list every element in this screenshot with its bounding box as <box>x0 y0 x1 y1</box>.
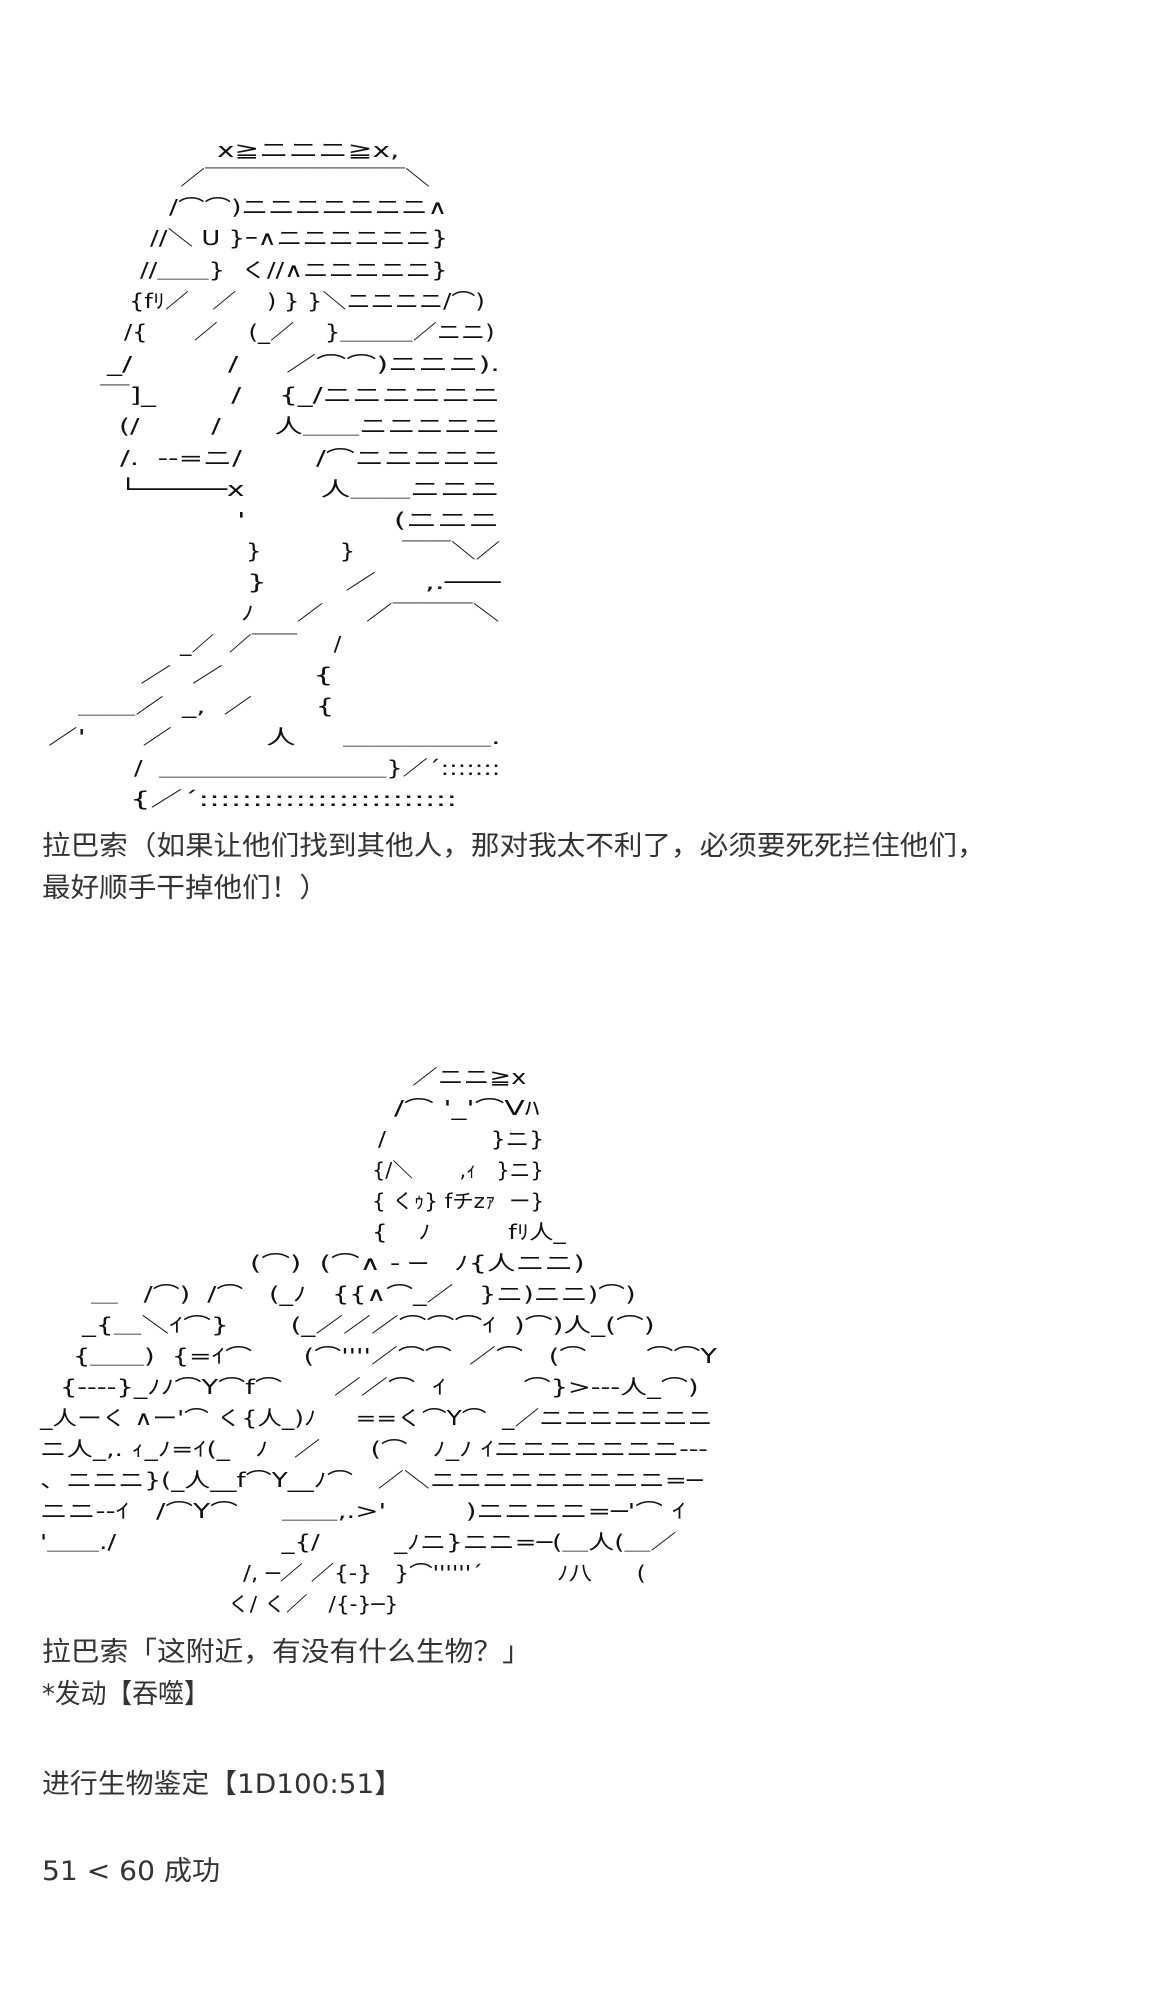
aa-line: / }ニ} <box>378 1127 545 1151</box>
skill-activation-line: *发动【吞噬】 <box>42 1679 210 1710</box>
aa-line: /⌒ '_'⌒Vﾊ <box>394 1096 540 1120</box>
aa-line: ￣]_ / {_/ニニニニニニ <box>100 383 501 407</box>
aa-line: ／' ／ 人 ＿＿＿＿＿. <box>48 725 501 749</box>
aa-line: _{＿＼ｲ⌒} (_／／／⌒⌒⌒ｲ )⌒)人_(⌒) <box>82 1313 655 1337</box>
aa-line: _/ / ／⌒⌒)ニニニ). <box>107 352 500 376</box>
aa-line: //＼ U }ｰ∧ニニニニニニ} <box>150 226 448 250</box>
aa-line: //＿＿} く//∧ニニニニニ} <box>140 258 448 282</box>
aa-line: /⌒⌒)ニニニニニニニ∧ <box>169 195 448 219</box>
aa-line: ／ニニ≧x <box>412 1065 527 1089</box>
aa-line: {＿＿) {=ｲ⌒ (⌒''''／⌒⌒ ／⌒ (⌒ ⌒⌒Y <box>73 1344 717 1368</box>
aa-line: ニニ--ｲ /⌒Y⌒ ＿＿,.>' )ニニニニ=─'⌒ ｲ <box>40 1499 686 1523</box>
aa-line: /{ ／ (_／ }＿＿＿／ニニ) <box>124 320 495 344</box>
aa-line: / ＿＿＿＿＿＿＿＿＿}／´::::::: <box>134 756 501 780</box>
aa-line: x≧ニニニ≧x, <box>217 138 400 162</box>
aa-line: ＿ /⌒) /⌒ (_ﾉ {{∧⌒_／ }ニ)ニニ)⌒) <box>91 1282 636 1306</box>
aa-line: ／￣￣￣￣￣￣￣￣＼ <box>180 166 430 190</box>
aa-line: /, ─／ ／{-} }⌒''''''´ ﾉ八 ( <box>243 1561 646 1585</box>
aa-line: く/ く／ /{-}─} <box>228 1592 399 1616</box>
aa-line: └─────x 人＿＿ニニニ <box>119 477 500 501</box>
aa-line: } ／ ,.─── <box>247 570 501 594</box>
dialogue-line: 最好顺手干掉他们！） <box>42 873 328 904</box>
aa-line: (/ / 人＿＿ニニニニニ <box>119 414 501 438</box>
dice-result-line: 51 < 60 成功 <box>42 1856 221 1887</box>
aa-line: ＿＿／ _, ／ { <box>78 694 334 718</box>
dialogue-line: 拉巴索（如果让他们找到其他人，那对我太不利了，必须要死死拦住他们， <box>42 831 986 862</box>
aa-line: _／ ／￣￣ / <box>180 632 342 656</box>
aa-line: {fﾘ／ ／ ) } }＼ニニニニ/⌒) <box>129 289 485 313</box>
dialogue-line: 拉巴索「这附近，有没有什么生物？」 <box>42 1637 531 1668</box>
aa-line: ニ人_,. ｨ_ﾉ=ｲ(_ ﾉ ／ (⌒ ﾉ_ﾉ ｲニニニニニニニ--- <box>40 1437 708 1461</box>
aa-line: ／ ／ { <box>140 663 334 687</box>
aa-line: 、ニニニ}(_人__f⌒Y__ﾉ⌒ ／＼ニニニニニニニニニ=─ <box>40 1468 703 1492</box>
aa-line: '＿＿./ _{/ _ﾉニ}ニニ=─(＿人(＿／ <box>40 1530 677 1554</box>
aa-line: {----}_ﾉﾉ⌒Y⌒f⌒ ／／⌒ ｲ ⌒}>---人_⌒) <box>60 1375 699 1399</box>
aa-line: } } ￣￣＼／ <box>246 539 501 563</box>
aa-line: /. --=ニ/ /⌒ニニニニニ <box>120 446 501 470</box>
aa-line: { くｩ} fチzｧ ー} <box>372 1189 545 1213</box>
dice-roll-line: 进行生物鉴定【1D100:51】 <box>42 1769 403 1800</box>
aa-line: (⌒) (⌒∧ ‐ ─ ﾉ{人ニニ) <box>250 1251 585 1275</box>
aa-line: ﾉ ／ ／￣￣￣＼ <box>241 601 500 625</box>
aa-line: {/＼ ,ｨ }ニ} <box>372 1158 544 1182</box>
aa-line: {／´:::::::::::::::::::::::: <box>130 787 458 811</box>
aa-line: _人ーく ∧ー'⌒ く{人_)ﾉ ==く⌒Y⌒ _／ニニニニニニニ <box>40 1406 713 1430</box>
aa-line: ' (ニニニ <box>237 508 500 532</box>
aa-line: { ﾉ fﾘ人_ <box>372 1220 566 1244</box>
